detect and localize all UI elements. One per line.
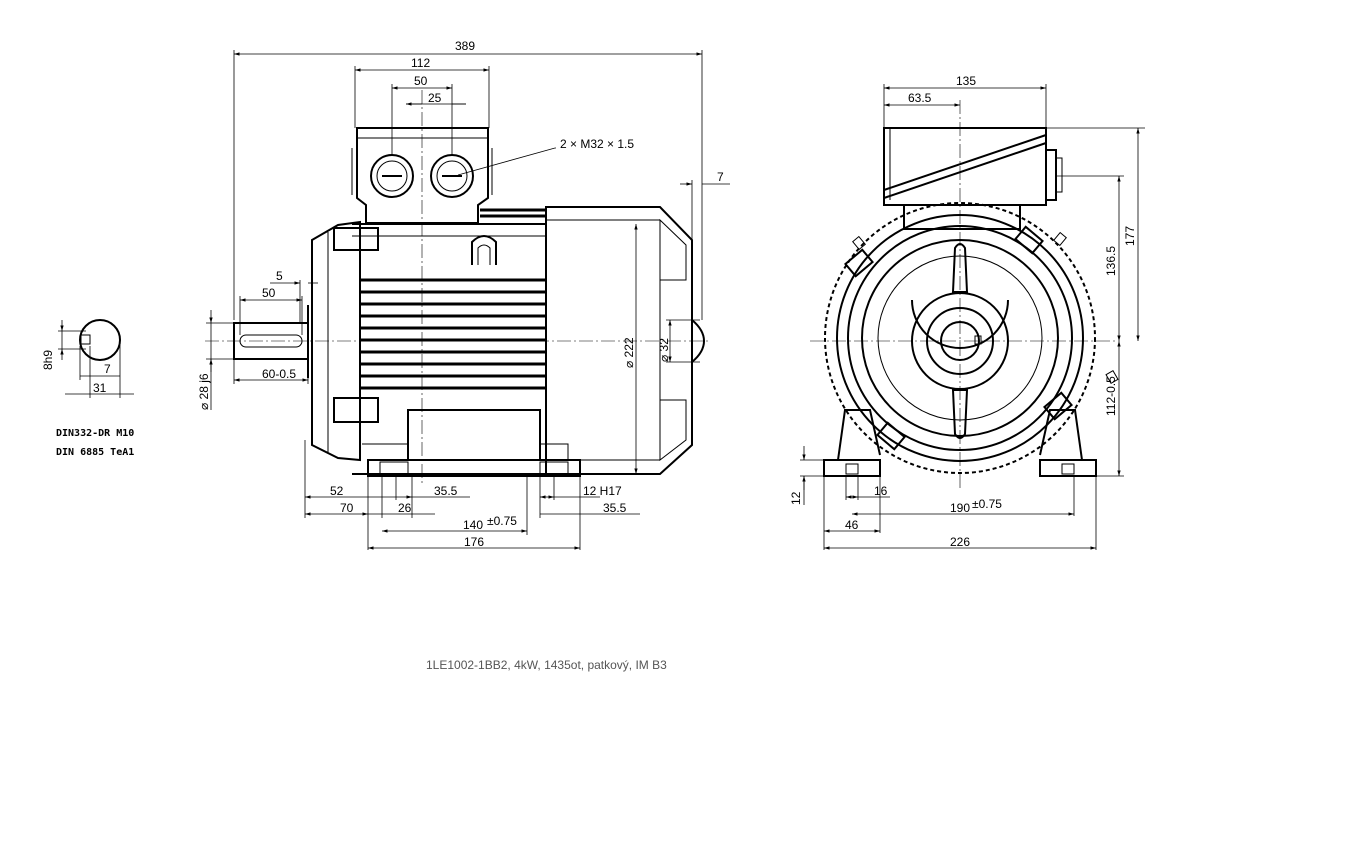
cooling-fins xyxy=(360,278,546,390)
dim-foot-front-offset: 52 xyxy=(330,484,344,498)
dim-hole-tolerance: 12 H17 xyxy=(583,484,622,498)
dim-box-top-height: 177 xyxy=(1123,226,1137,246)
dim-shaft-diameter: ⌀ 28 j6 xyxy=(197,373,211,410)
dim-rear-projection: 7 xyxy=(717,170,724,184)
standard-din6885-label: DIN 6885 TeA1 xyxy=(56,447,134,458)
dim-foot-spacing: 190 xyxy=(950,501,970,515)
key-width-label: 7 xyxy=(104,362,111,376)
dim-box-center-height: 136.5 xyxy=(1104,246,1118,276)
dim-hole-diameter: 16 xyxy=(874,484,888,498)
dim-hole-edge: 46 xyxy=(845,518,859,532)
motor-end-view: 135 63.5 177 136.5 112-0.5 12 xyxy=(789,74,1145,550)
dim-box-offset: 63.5 xyxy=(908,91,932,105)
dim-overall-length: 389 xyxy=(455,39,475,53)
shaft-cross-section-detail: 8h9 7 31 DIN332-DR M10 DIN 6885 TeA1 xyxy=(41,319,134,458)
key-depth-label: 31 xyxy=(93,381,107,395)
end-view-dimensions: 135 63.5 177 136.5 112-0.5 12 xyxy=(789,74,1145,550)
side-view-dimensions: 389 112 50 25 2 × M32 × 1.5 7 xyxy=(197,39,730,550)
dim-foot-length: 176 xyxy=(464,535,484,549)
dim-gland-spacing: 50 xyxy=(414,74,428,88)
dim-foot-rear-chamfer: 35.5 xyxy=(603,501,627,515)
dim-frame-diameter: ⌀ 222 xyxy=(622,337,636,368)
dim-foot-hole-offset: 26 xyxy=(398,501,412,515)
dim-foot-thickness: 12 xyxy=(789,491,803,505)
dim-foot-chamfer: 35.5 xyxy=(434,484,458,498)
dim-box-width: 135 xyxy=(956,74,976,88)
dim-foot-hole-spacing-tol: ±0.75 xyxy=(487,514,517,528)
dim-gland-offset: 25 xyxy=(428,91,442,105)
dim-cable-glands: 2 × M32 × 1.5 xyxy=(560,137,634,151)
dim-foot-hole-spacing: 140 xyxy=(463,518,483,532)
dim-shaft-height: 112-0.5 xyxy=(1104,376,1118,416)
standard-din332-label: DIN332-DR M10 xyxy=(56,428,134,439)
motor-side-view: 389 112 50 25 2 × M32 × 1.5 7 xyxy=(197,39,730,550)
dim-terminal-box-width: 112 xyxy=(411,56,430,70)
dim-shaft-length: 60-0.5 xyxy=(262,367,296,381)
dim-foot-edge: 70 xyxy=(340,501,354,515)
dim-fan-cover-diameter: ⌀ 32 xyxy=(657,338,671,362)
dim-foot-spacing-tol: ±0.75 xyxy=(972,497,1002,511)
drawing-caption: 1LE1002-1BB2, 4kW, 1435ot, patkový, IM B… xyxy=(426,658,667,672)
key-height-label: 8h9 xyxy=(41,350,55,370)
dim-foot-width: 226 xyxy=(950,535,970,549)
dim-shaft-shoulder: 5 xyxy=(276,269,283,283)
dim-key-length: 50 xyxy=(262,286,276,300)
